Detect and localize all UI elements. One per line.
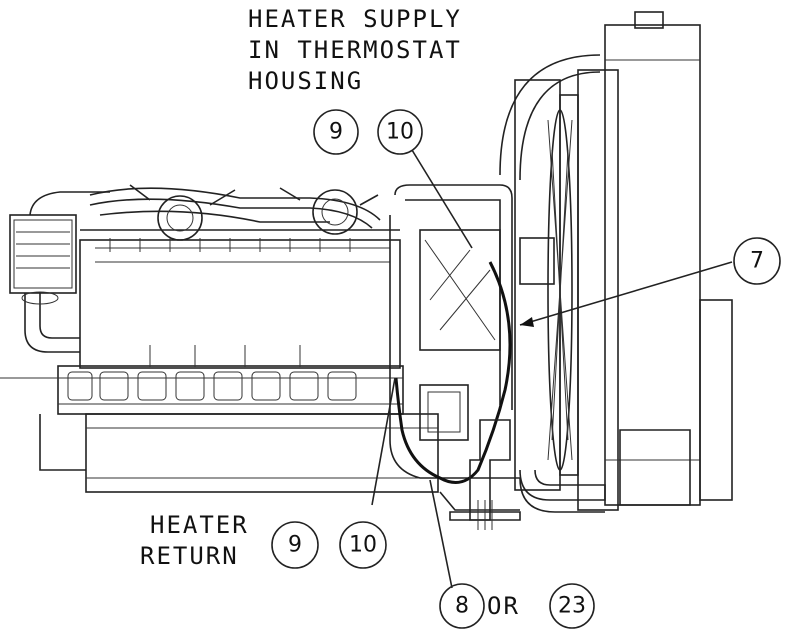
callout-supply-10: 10 <box>377 109 423 155</box>
callout-7-number: 7 <box>750 249 764 274</box>
crankcase-covers <box>67 371 357 401</box>
callout-23-number: 23 <box>558 594 586 619</box>
callout-8-number: 8 <box>455 594 469 619</box>
callout-return-9-number: 9 <box>288 533 302 558</box>
return-label-line1: HEATER <box>150 511 249 539</box>
callout-return-10-number: 10 <box>349 533 377 558</box>
callout-7: 7 <box>733 237 781 285</box>
callout-supply-9-number: 9 <box>329 120 343 145</box>
callout-return-9: 9 <box>271 521 319 569</box>
callout-supply-10-number: 10 <box>386 120 414 145</box>
callout-return-10: 10 <box>339 521 387 569</box>
leader-lines <box>371 149 733 589</box>
return-label: HEATER RETURN <box>140 511 249 570</box>
supply-label: HEATER SUPPLY IN THERMOSTAT HOUSING <box>248 5 462 95</box>
or-text: OR <box>487 592 520 620</box>
supply-label-line3: HOUSING <box>248 67 363 95</box>
callout-supply-9: 9 <box>313 109 359 155</box>
engine-drawing <box>0 11 733 530</box>
callout-8: 8 <box>439 583 485 629</box>
callout-23: 23 <box>549 583 595 629</box>
supply-label-line2: IN THERMOSTAT <box>248 36 462 64</box>
return-label-line2: RETURN <box>140 542 239 570</box>
supply-label-line1: HEATER SUPPLY <box>248 5 462 33</box>
